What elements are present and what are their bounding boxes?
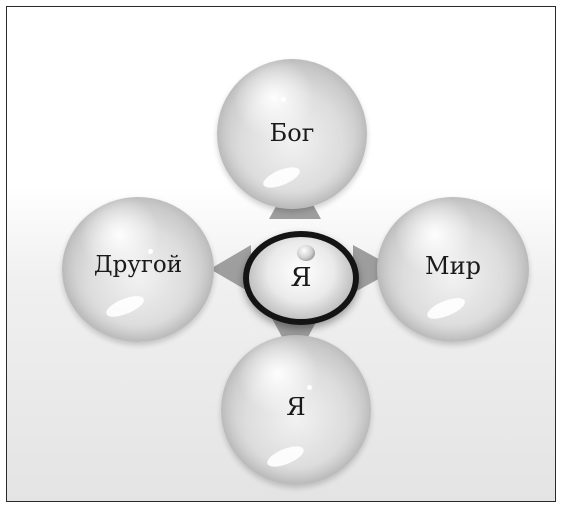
node-bottom: Я xyxy=(221,335,371,485)
node-bottom-label: Я xyxy=(286,393,306,421)
center-bead xyxy=(297,245,315,261)
node-right-label: Мир xyxy=(425,252,481,280)
node-right: Мир xyxy=(377,197,529,342)
diagram-frame: Бог Другой Мир Я Я xyxy=(6,6,556,502)
node-center: Я xyxy=(243,231,359,325)
node-top: Бог xyxy=(217,59,367,209)
node-center-label: Я xyxy=(290,263,312,293)
node-left-label: Другой xyxy=(93,252,183,278)
arrow-left xyxy=(210,245,251,293)
node-top-label: Бог xyxy=(269,119,315,147)
node-left: Другой xyxy=(62,197,214,342)
arrow-right xyxy=(353,245,397,293)
